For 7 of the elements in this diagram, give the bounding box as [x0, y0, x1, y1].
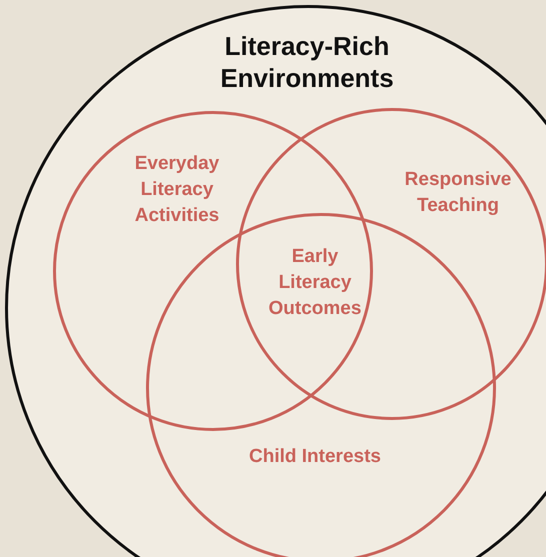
circle-label: Child Interests: [248, 445, 382, 469]
venn-circle: [53, 111, 373, 431]
circle-label: Responsive Teaching: [404, 168, 512, 218]
center-label: Early Literacy Outcomes: [268, 245, 362, 321]
heading: Literacy-Rich Environments: [219, 30, 395, 94]
circle-label: Everyday Literacy Activities: [134, 152, 220, 228]
venn-circle: [236, 108, 546, 420]
